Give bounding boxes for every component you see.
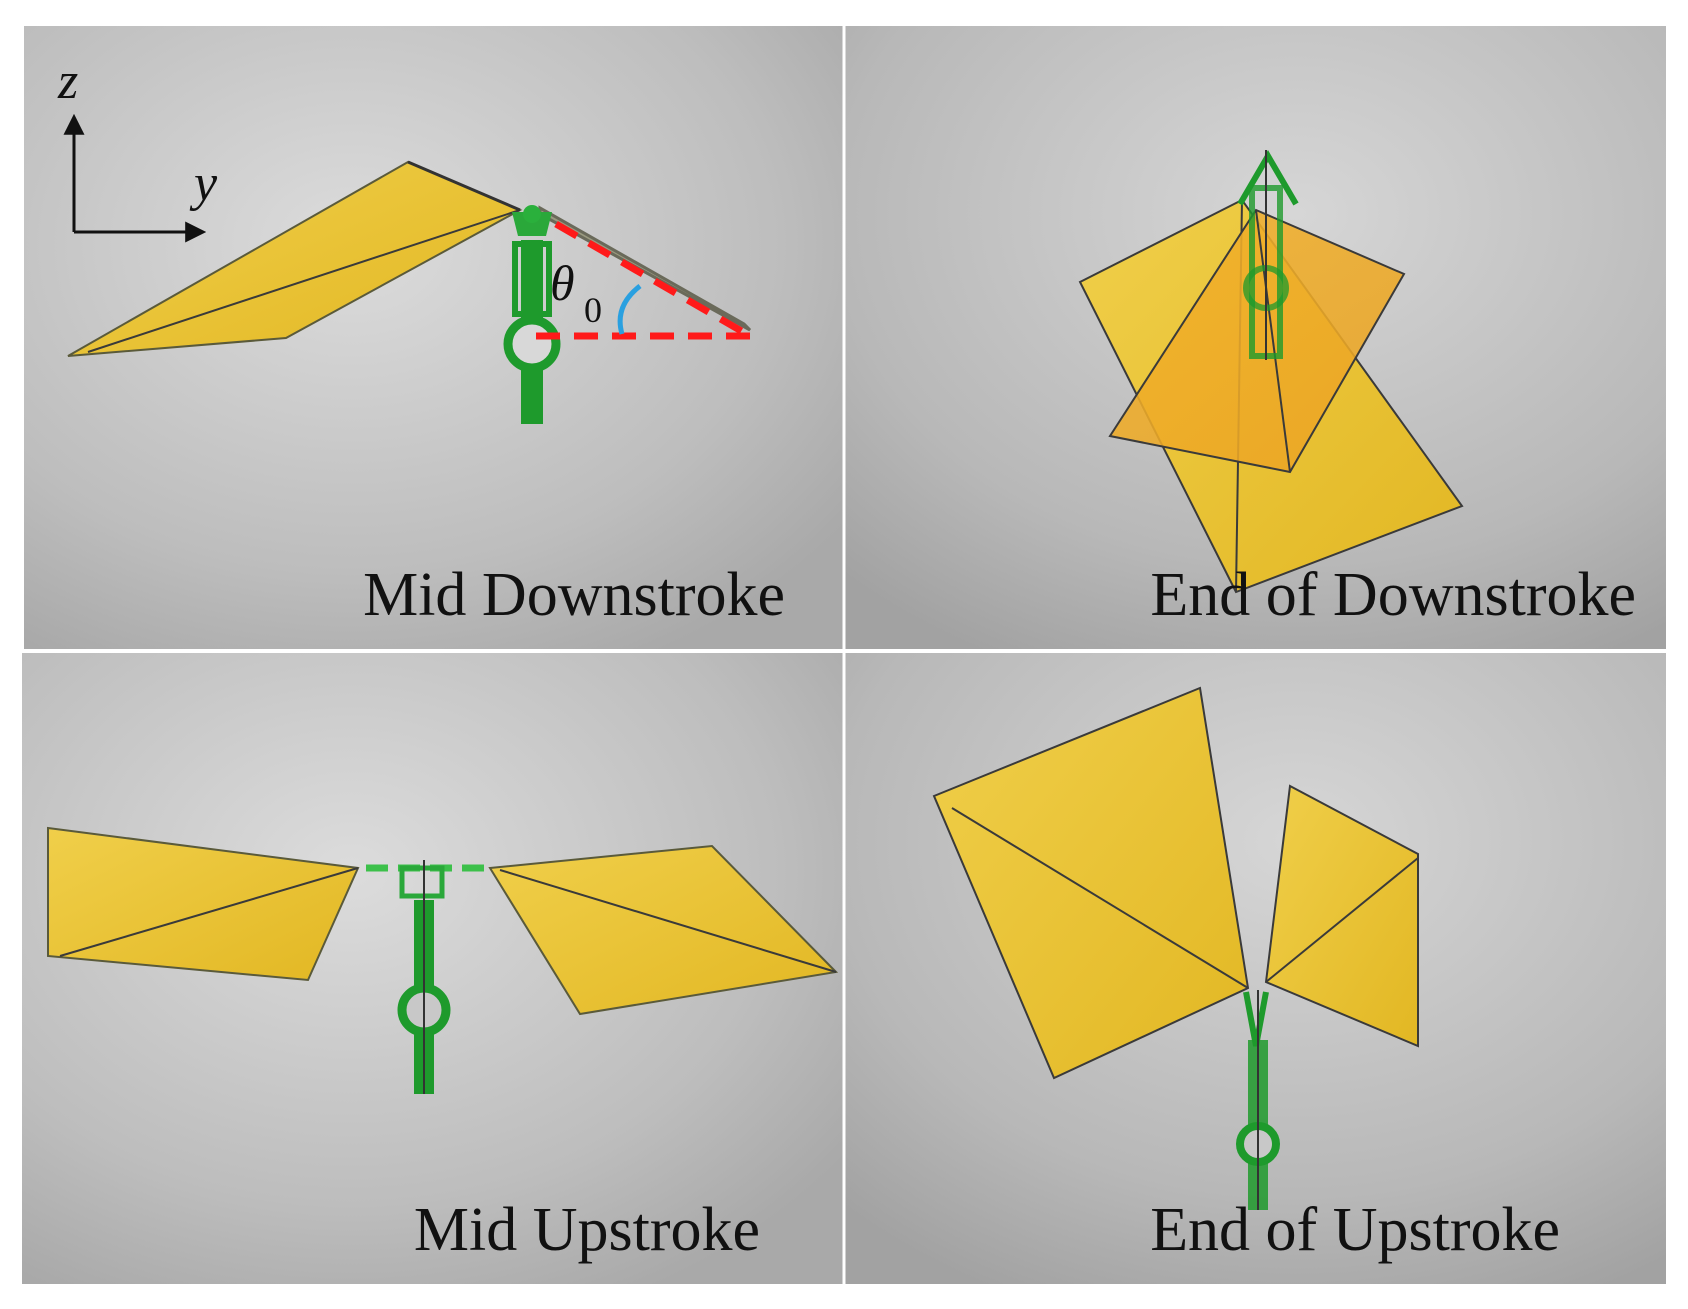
angle-arc xyxy=(617,284,642,335)
axes-indicator: z y xyxy=(57,53,218,243)
panel-mid-upstroke: Mid Upstroke xyxy=(22,651,844,1284)
z-axis-label: z xyxy=(57,53,78,110)
front-wing xyxy=(1108,208,1406,474)
left-wing xyxy=(67,160,523,357)
angle-subscript: 0 xyxy=(584,290,602,330)
flapper-body xyxy=(1237,150,1299,360)
angle-symbol: θ xyxy=(550,255,575,311)
panel-label-mid-downstroke: Mid Downstroke xyxy=(363,561,785,629)
left-wing xyxy=(932,686,1250,1080)
flapper-body xyxy=(366,860,488,1094)
body-ring xyxy=(503,315,561,373)
right-wing xyxy=(1264,784,1419,1048)
panel-end-downstroke: End of Downstroke xyxy=(844,26,1666,651)
stroke-angle-marker: θ 0 xyxy=(536,220,752,340)
panel-mid-downstroke: z y θ 0 Mid Downstroke xyxy=(24,26,844,651)
flapper-body xyxy=(1236,990,1280,1210)
flapper-body xyxy=(503,205,561,424)
panel-label-end-downstroke: End of Downstroke xyxy=(1150,561,1636,629)
right-wing xyxy=(488,844,839,1016)
panel-label-end-upstroke: End of Upstroke xyxy=(1150,1196,1560,1264)
panel-label-mid-upstroke: Mid Upstroke xyxy=(414,1196,760,1264)
y-axis-label: y xyxy=(189,155,218,212)
panel-end-upstroke: End of Upstroke xyxy=(844,651,1666,1284)
left-wing xyxy=(47,826,360,982)
